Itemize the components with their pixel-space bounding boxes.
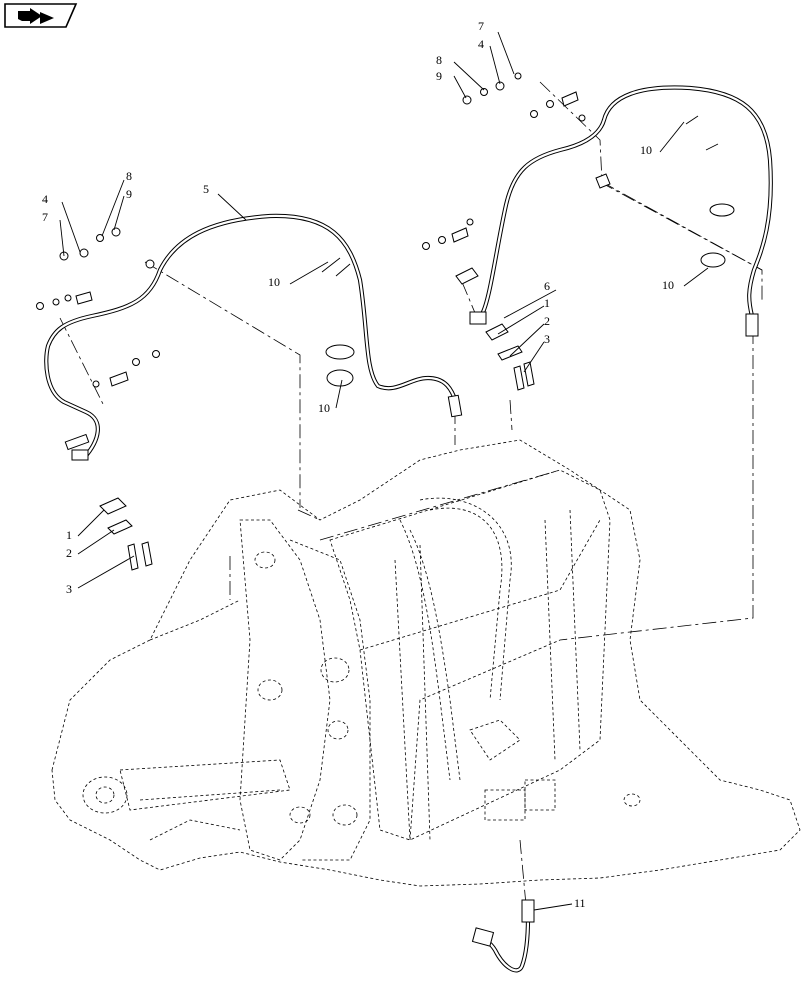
callout-1-right: 1 xyxy=(544,296,550,310)
callout-10-mid-lower: 10 xyxy=(318,401,330,415)
callout-3-right: 3 xyxy=(544,332,550,346)
callout-9-top-right: 9 xyxy=(436,69,442,83)
callout-7-left: 7 xyxy=(42,210,48,224)
page-navigation-arrow-icon[interactable] xyxy=(4,3,78,28)
callout-2-left: 2 xyxy=(66,546,72,560)
hardware-parts xyxy=(36,72,735,571)
callout-8-top-right: 8 xyxy=(436,53,442,67)
loader-frame-phantom xyxy=(51,439,801,887)
callout-labels: 7 4 8 9 10 6 1 2 3 10 8 9 4 7 5 10 10 1 … xyxy=(42,19,674,910)
hose-assembly-right xyxy=(469,85,773,337)
callout-1-left: 1 xyxy=(66,528,72,542)
callout-7-top-right: 7 xyxy=(478,19,484,33)
hose-assembly-left xyxy=(44,213,463,461)
callout-9-left: 9 xyxy=(126,187,132,201)
callout-11-bottom: 11 xyxy=(574,896,586,910)
callout-leaders xyxy=(59,31,709,911)
callout-4-left: 4 xyxy=(42,192,48,206)
callout-10-top-right: 10 xyxy=(640,143,652,157)
callout-10-right: 10 xyxy=(662,278,674,292)
callout-4-top-right: 4 xyxy=(478,37,484,51)
callout-6-right: 6 xyxy=(544,279,550,293)
callout-3-left: 3 xyxy=(66,582,72,596)
callout-5-left: 5 xyxy=(203,182,209,196)
phantom-center-lines xyxy=(59,81,763,906)
callout-10-mid-upper: 10 xyxy=(268,275,280,289)
callout-2-right: 2 xyxy=(544,314,550,328)
callout-8-left: 8 xyxy=(126,169,132,183)
hose-assembly-bottom xyxy=(471,899,535,973)
